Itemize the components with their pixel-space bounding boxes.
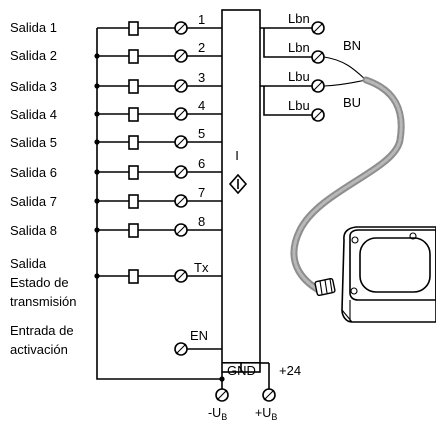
terminal-number: 3 (198, 70, 205, 85)
junction-dot (94, 198, 100, 204)
resistor-icon (128, 269, 139, 284)
power-section: GND +24 -UB +UB (208, 362, 301, 422)
output-row-3: Salida 3 3 (10, 70, 222, 94)
junction-dot (94, 273, 100, 279)
terminal-number: 4 (198, 98, 205, 113)
output-row-7: Salida 7 7 (10, 185, 222, 209)
resistor-icon (128, 21, 139, 36)
output-label: Salida 4 (10, 107, 57, 122)
status-output-label-line-3: transmisión (10, 294, 76, 309)
output-label: Salida 5 (10, 135, 57, 150)
junction-dot (94, 111, 100, 117)
terminal-lbu-2: Lbu (288, 98, 310, 113)
enable-input-label-line-1: Entrada de (10, 323, 74, 338)
output-row-6: Salida 6 6 (10, 156, 222, 180)
resistor-icon (128, 107, 139, 122)
sensor-terminals: Lbn Lbn Lbu Lbu BN BU (260, 11, 367, 122)
terminal-lbn-1: Lbn (288, 11, 310, 26)
output-label: Salida 8 (10, 223, 57, 238)
resistor-icon (128, 194, 139, 209)
resistor-icon (128, 135, 139, 150)
terminal-screw-icon (311, 108, 325, 122)
status-output-row: Salida Estado de transmisión Tx (10, 256, 222, 309)
output-label: Salida 7 (10, 194, 57, 209)
junction-dot (94, 169, 100, 175)
terminal-screw-icon (262, 388, 276, 402)
resistor-icon (128, 223, 139, 238)
output-row-2: Salida 2 2 (10, 40, 222, 64)
status-output-label-line-2: Estado de (10, 275, 69, 290)
plus-ub-label: +UB (255, 406, 277, 422)
terminal-screw-icon (311, 21, 325, 35)
junction-dot (219, 376, 225, 382)
module-symbol-label: I (235, 148, 239, 163)
terminal-number: 5 (198, 126, 205, 141)
output-row-1: Salida 1 1 (10, 12, 222, 36)
wire-color-bu: BU (343, 95, 361, 110)
diamond-symbol-icon (228, 173, 248, 195)
plus24-label: +24 (279, 363, 301, 378)
terminal-number: 1 (198, 12, 205, 27)
terminal-number: 7 (198, 185, 205, 200)
terminal-screw-icon (215, 388, 229, 402)
output-label: Salida 3 (10, 79, 57, 94)
terminal-lbu-1: Lbu (288, 69, 310, 84)
sensor-housing-icon (314, 226, 436, 323)
terminal-number: 2 (198, 40, 205, 55)
terminal-number: 6 (198, 156, 205, 171)
output-row-8: Salida 8 8 (10, 214, 222, 238)
enable-input-label-line-2: activación (10, 342, 68, 357)
gnd-label: GND (227, 363, 256, 378)
junction-dot (94, 83, 100, 89)
terminal-tx-label: Tx (194, 260, 209, 275)
resistor-icon (128, 49, 139, 64)
wire-color-bn: BN (343, 38, 361, 53)
junction-dot (94, 227, 100, 233)
status-output-label-line-1: Salida (10, 256, 47, 271)
junction-dot (94, 53, 100, 59)
minus-ub-label: -UB (208, 406, 227, 422)
output-label: Salida 6 (10, 165, 57, 180)
output-row-5: Salida 5 5 (10, 126, 222, 150)
terminal-number: 8 (198, 214, 205, 229)
enable-input-row: Entrada de activación EN (10, 323, 222, 357)
terminal-en-label: EN (190, 328, 208, 343)
output-label: Salida 1 (10, 20, 57, 35)
module-box (221, 9, 261, 373)
output-label: Salida 2 (10, 48, 57, 63)
terminal-lbn-2: Lbn (288, 40, 310, 55)
output-row-4: Salida 4 4 (10, 98, 222, 122)
resistor-icon (128, 79, 139, 94)
junction-dot (94, 139, 100, 145)
resistor-icon (128, 165, 139, 180)
